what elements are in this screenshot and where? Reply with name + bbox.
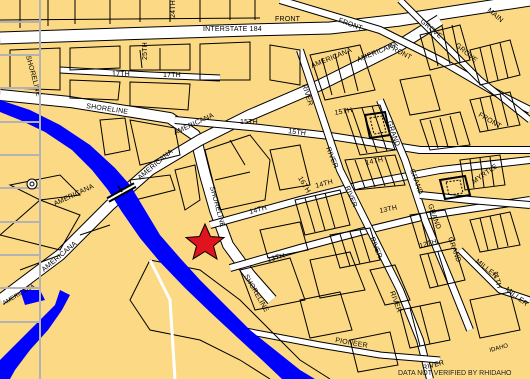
label-14th-2: 14TH [315,179,334,190]
label-15th-2: 15TH [288,128,307,137]
label-11th: 11TH [491,271,502,290]
label-15th-3: 15TH [334,107,353,117]
label-17th-1: 17TH [112,71,130,78]
label-13th-2: 13TH [379,204,398,215]
main-river-channel [0,100,315,379]
data-disclaimer: DATA NOT VERIFIED BY RHIDAHO [398,370,512,377]
label-12th: 12TH [419,239,438,250]
river-side-channel [0,290,70,379]
label-interstate-184: INTERSTATE 184 [203,26,262,33]
label-front-1: FRONT [275,16,301,23]
location-star-icon[interactable] [184,222,226,261]
river-water [0,100,315,379]
label-24th: 24TH [170,0,177,18]
label-14th-1: 14TH [249,205,268,216]
park-path [148,259,177,379]
label-14th-3: 14TH [365,156,384,167]
label-15th-1: 15TH [240,119,258,126]
label-17th-2: 17TH [163,72,181,79]
label-25th: 25TH [142,42,149,60]
label-13th-1: 13TH [267,253,286,264]
label-idaho: IDAHO [489,343,509,354]
tile-grid-overlay [0,0,41,379]
circle-marker-icon [26,178,38,190]
